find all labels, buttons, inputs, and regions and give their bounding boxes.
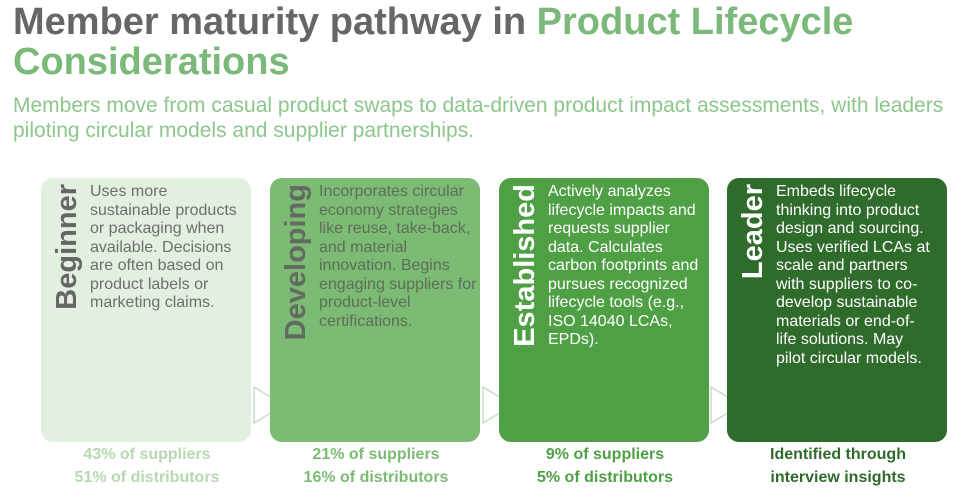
arrow-right-icon <box>710 385 743 425</box>
stat-suppliers: 9% of suppliers <box>545 446 665 463</box>
stage-name-established: Established <box>509 184 541 347</box>
stage-description-leader: Embeds lifecycle thinking into product d… <box>776 183 930 367</box>
stat-distributors: 51% of distributors <box>74 469 220 486</box>
stage-card-leader: Leader Embeds lifecycle thinking into pr… <box>727 178 947 442</box>
stage-stats-established: 9% of suppliers 5% of distributors <box>500 443 710 489</box>
page-subtitle: Members move from casual product swaps t… <box>13 94 944 142</box>
stage-card-beginner: Beginner Uses more sustainable products … <box>41 178 251 442</box>
stat-note-line2: interview insights <box>770 469 906 486</box>
page-title: Member maturity pathway in Product Lifec… <box>13 2 968 82</box>
stage-stats-developing: 21% of suppliers 16% of distributors <box>271 443 481 489</box>
title-accent: Product Lifecycle Considerations <box>13 1 854 83</box>
stat-note-line1: Identified through <box>770 446 906 463</box>
stage-card-established: Established Actively analyzes lifecycle … <box>499 178 709 442</box>
stage-card-developing: Developing Incorporates circular economy… <box>270 178 480 442</box>
arrow-right-icon <box>253 385 286 425</box>
stat-suppliers: 43% of suppliers <box>83 446 211 463</box>
stat-distributors: 16% of distributors <box>303 469 449 486</box>
stat-suppliers: 21% of suppliers <box>312 446 440 463</box>
maturity-pathway: Beginner Uses more sustainable products … <box>41 178 951 442</box>
stage-name-developing: Developing <box>280 184 312 341</box>
stage-stats-beginner: 43% of suppliers 51% of distributors <box>42 443 252 489</box>
title-main: Member maturity pathway in <box>13 1 537 43</box>
stage-stats-leader: Identified through interview insights <box>728 443 948 489</box>
arrow-right-icon <box>482 385 515 425</box>
stage-name-leader: Leader <box>737 184 769 280</box>
stat-distributors: 5% of distributors <box>536 469 673 486</box>
stage-description-beginner: Uses more sustainable products or packag… <box>90 183 237 311</box>
stage-description-established: Actively analyzes lifecycle impacts and … <box>548 183 699 348</box>
stage-description-developing: Incorporates circular economy strategies… <box>319 183 477 330</box>
stage-name-beginner: Beginner <box>51 184 83 310</box>
